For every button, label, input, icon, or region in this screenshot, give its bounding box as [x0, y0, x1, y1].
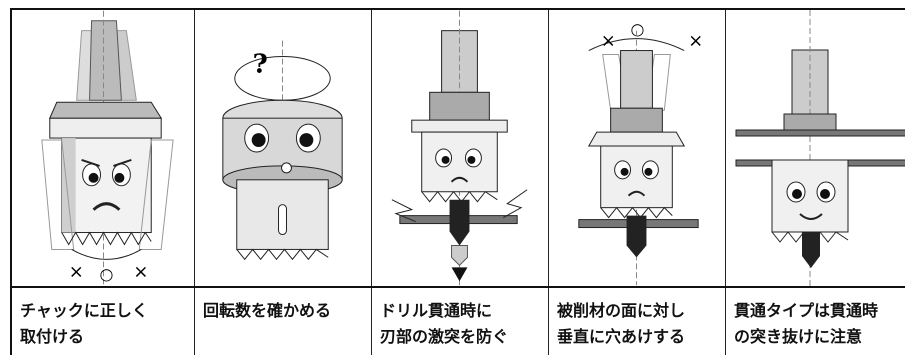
caption-line: チャックに正しく — [20, 301, 148, 320]
caption-breakthrough-impact: ドリル貫通時に 刃部の激突を防ぐ — [380, 298, 546, 350]
illustration-breakthrough-impact — [372, 10, 548, 286]
caption-line: 被削材の面に対し — [557, 301, 686, 320]
question-mark: ? — [253, 49, 268, 79]
illustration-chuck-mounting: × ○ × — [12, 10, 194, 286]
caption-line: 取付ける — [20, 327, 85, 346]
illustration-through-type-caution — [726, 10, 905, 286]
caption-rotation-speed: 回転数を確かめる — [203, 298, 369, 324]
caption-line: 回転数を確かめる — [203, 301, 332, 320]
caption-through-type-caution: 貫通タイプは貫通時 の突き抜けに注意 — [734, 298, 905, 350]
panel-chuck-mounting: × ○ × チャックに正しく 取付ける — [12, 10, 195, 355]
mark-wrong-right: × — [133, 261, 148, 282]
mark-wrong-right: × — [688, 31, 703, 52]
instruction-table: × ○ × チャックに正しく 取付ける ? — [10, 8, 905, 355]
row-divider — [12, 286, 905, 288]
panel-breakthrough-impact: ドリル貫通時に 刃部の激突を防ぐ — [372, 10, 549, 355]
caption-line: 貫通タイプは貫通時 — [734, 301, 879, 320]
caption-line: ドリル貫通時に — [380, 301, 493, 320]
caption-line: の突き抜けに注意 — [734, 327, 863, 346]
mark-correct: ○ — [631, 20, 645, 39]
panel-perpendicular-drilling: × ○ × 被削材の面に対し 垂直に穴あ — [549, 10, 726, 355]
mark-correct: ○ — [100, 264, 114, 283]
panel-through-type-caution: 貫通タイプは貫通時 の突き抜けに注意 — [726, 10, 905, 355]
mark-wrong-left: × — [601, 31, 616, 52]
caption-chuck-mounting: チャックに正しく 取付ける — [20, 298, 192, 350]
caption-line: 垂直に穴あけする — [557, 327, 686, 346]
illustration-rotation-speed: ? — [195, 10, 371, 286]
caption-line: 刃部の激突を防ぐ — [380, 327, 509, 346]
caption-perpendicular-drilling: 被削材の面に対し 垂直に穴あけする — [557, 298, 723, 350]
panel-rotation-speed: ? 回転数を確かめる — [195, 10, 372, 355]
mark-wrong-left: × — [69, 261, 84, 282]
illustration-perpendicular-drilling: × ○ × — [549, 10, 725, 286]
